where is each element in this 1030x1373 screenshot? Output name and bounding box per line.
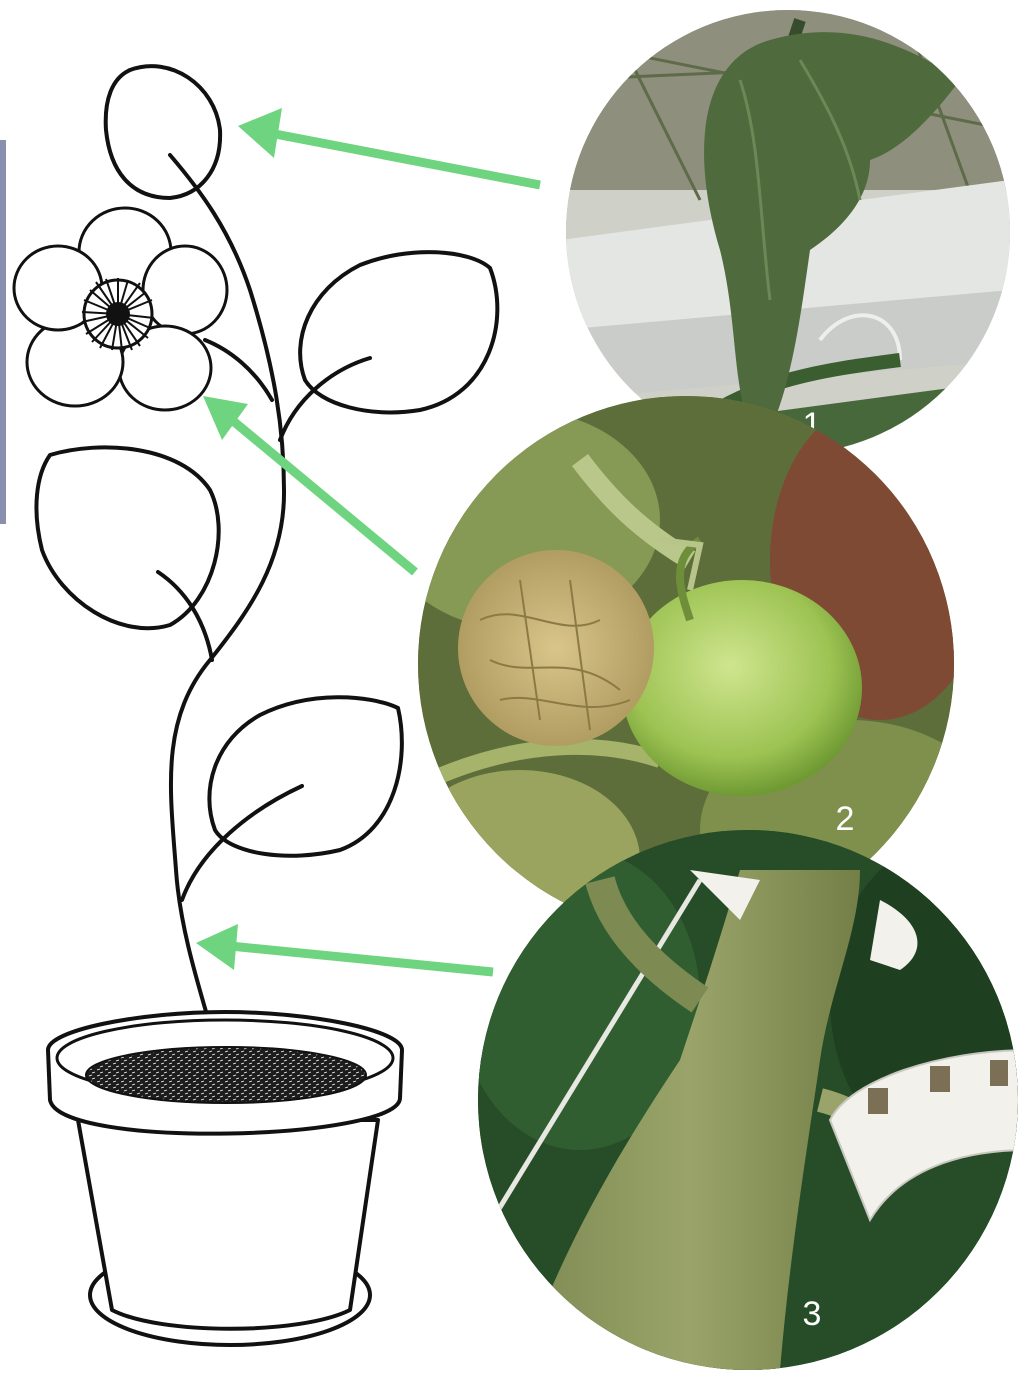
leaf-middle-left	[36, 447, 218, 628]
flower	[14, 208, 227, 410]
photo-3-label: 3	[803, 1295, 822, 1333]
flower-pot	[48, 1012, 402, 1345]
leaf-lower-right	[209, 697, 401, 855]
arrow-to-stem	[196, 924, 493, 972]
leaf-top	[106, 66, 220, 198]
flower-petal	[143, 246, 227, 334]
fruit	[622, 580, 862, 796]
edge-photo-strip	[0, 140, 6, 524]
photo-1-wilted-leaf: 1	[560, 0, 1020, 470]
arrow-to-top-leaf	[238, 108, 540, 185]
fruit-scar	[458, 550, 654, 746]
photo-2-label: 2	[836, 800, 855, 838]
leaf-upper-right	[300, 252, 497, 412]
arrow-to-flower	[203, 396, 415, 572]
pot-body	[78, 1120, 378, 1329]
photo-3-stem: 3	[460, 830, 1030, 1370]
pot-soil	[86, 1047, 366, 1103]
